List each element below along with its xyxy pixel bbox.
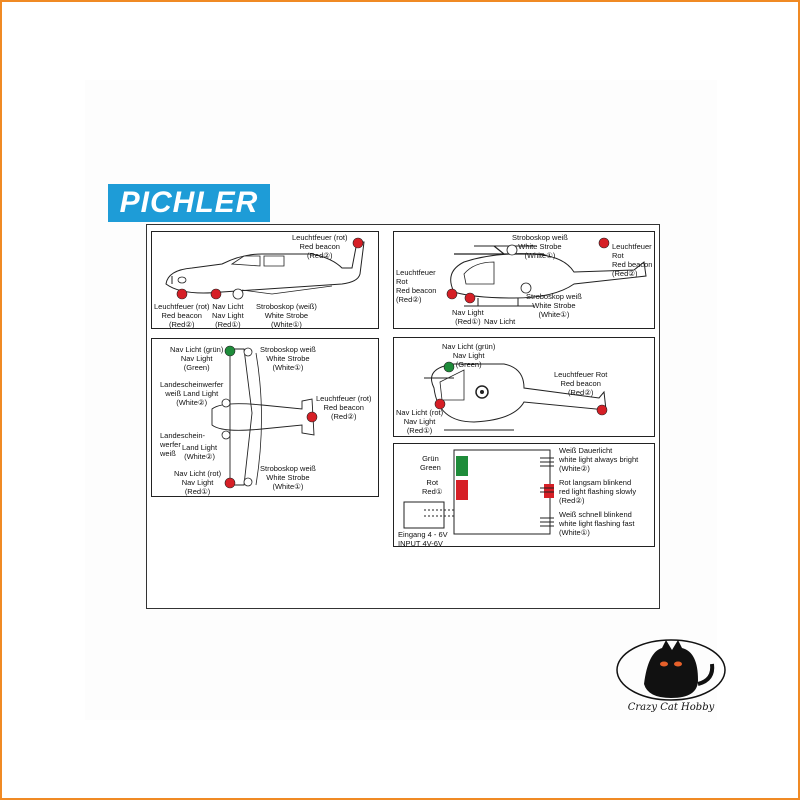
strobe-top-light [506,244,518,256]
label-nav-green: Nav Licht (grün)Nav Light(Green) [170,345,224,372]
airplane-top-drawing [211,345,318,489]
pichler-logo: PICHLER [108,184,270,222]
instruction-sheet: Leuchtfeuer (rot)Red beacon(Red②) Leucht… [146,224,660,609]
label-nav-suffix: Nav Licht [484,317,516,326]
cat-logo-icon: Crazy Cat Hobby [616,639,726,713]
beacon-light [306,411,318,423]
panel-airplane-side: Leuchtfeuer (rot)Red beacon(Red②) Leucht… [151,231,379,329]
nav-green-light [443,361,455,373]
panel-airplane-top: Nav Licht (grün)Nav Light(Green) Strobos… [151,338,379,497]
crazy-cat-hobby-logo: Crazy Cat Hobby [614,634,728,714]
strobe-top-light [243,347,253,357]
nav-red-light [224,477,236,489]
label-beacon: Leuchtfeuer (rot)Red beacon(Red②) [316,394,372,421]
heli-front-drawing [424,361,608,431]
strobe-white-light [232,288,244,300]
label-beacon-bottom: Leuchtfeuer (rot)Red beacon(Red②) [154,302,210,329]
strobe-bottom-light [520,282,532,294]
label-beacon-top: Leuchtfeuer (rot)Red beacon(Red②) [292,233,348,260]
beacon-left-light [446,288,458,300]
label-strobe: Stroboskop (weiß)White Strobe(White①) [256,302,317,329]
land-light-top [221,398,231,408]
heli-side-drawing [446,237,647,307]
beacon-light [596,404,608,416]
beacon-bottom-light [176,288,188,300]
red-led [456,480,468,500]
label-nav-red: Nav Licht (rot)Nav Light(Red①) [174,469,222,496]
svg-text:Crazy Cat Hobby: Crazy Cat Hobby [628,702,715,713]
nav-red-light [464,292,476,304]
label-nav-green: Nav Licht (grün)Nav Light(Green) [442,342,496,369]
label-nav: Nav Light(Red①) [452,308,484,326]
module-drawing [403,449,554,535]
label-nav-red: Nav Licht (rot)Nav Light(Red①) [396,408,444,435]
label-land-light-bottom-b: Land Light(White②) [182,443,218,461]
beacon-right-light [598,237,610,249]
green-led [456,456,468,476]
land-light-bottom [221,430,231,440]
nav-red-light [210,288,222,300]
nav-red-light [434,398,446,410]
strobe-bottom-light [243,477,253,487]
red-slow-led [544,484,554,498]
beacon-top-light [352,237,364,249]
nav-green-light [224,345,236,357]
panel-heli-front: Nav Licht (grün)Nav Light(Green) Leuchtf… [393,337,655,437]
airplane-side-drawing [165,237,365,300]
